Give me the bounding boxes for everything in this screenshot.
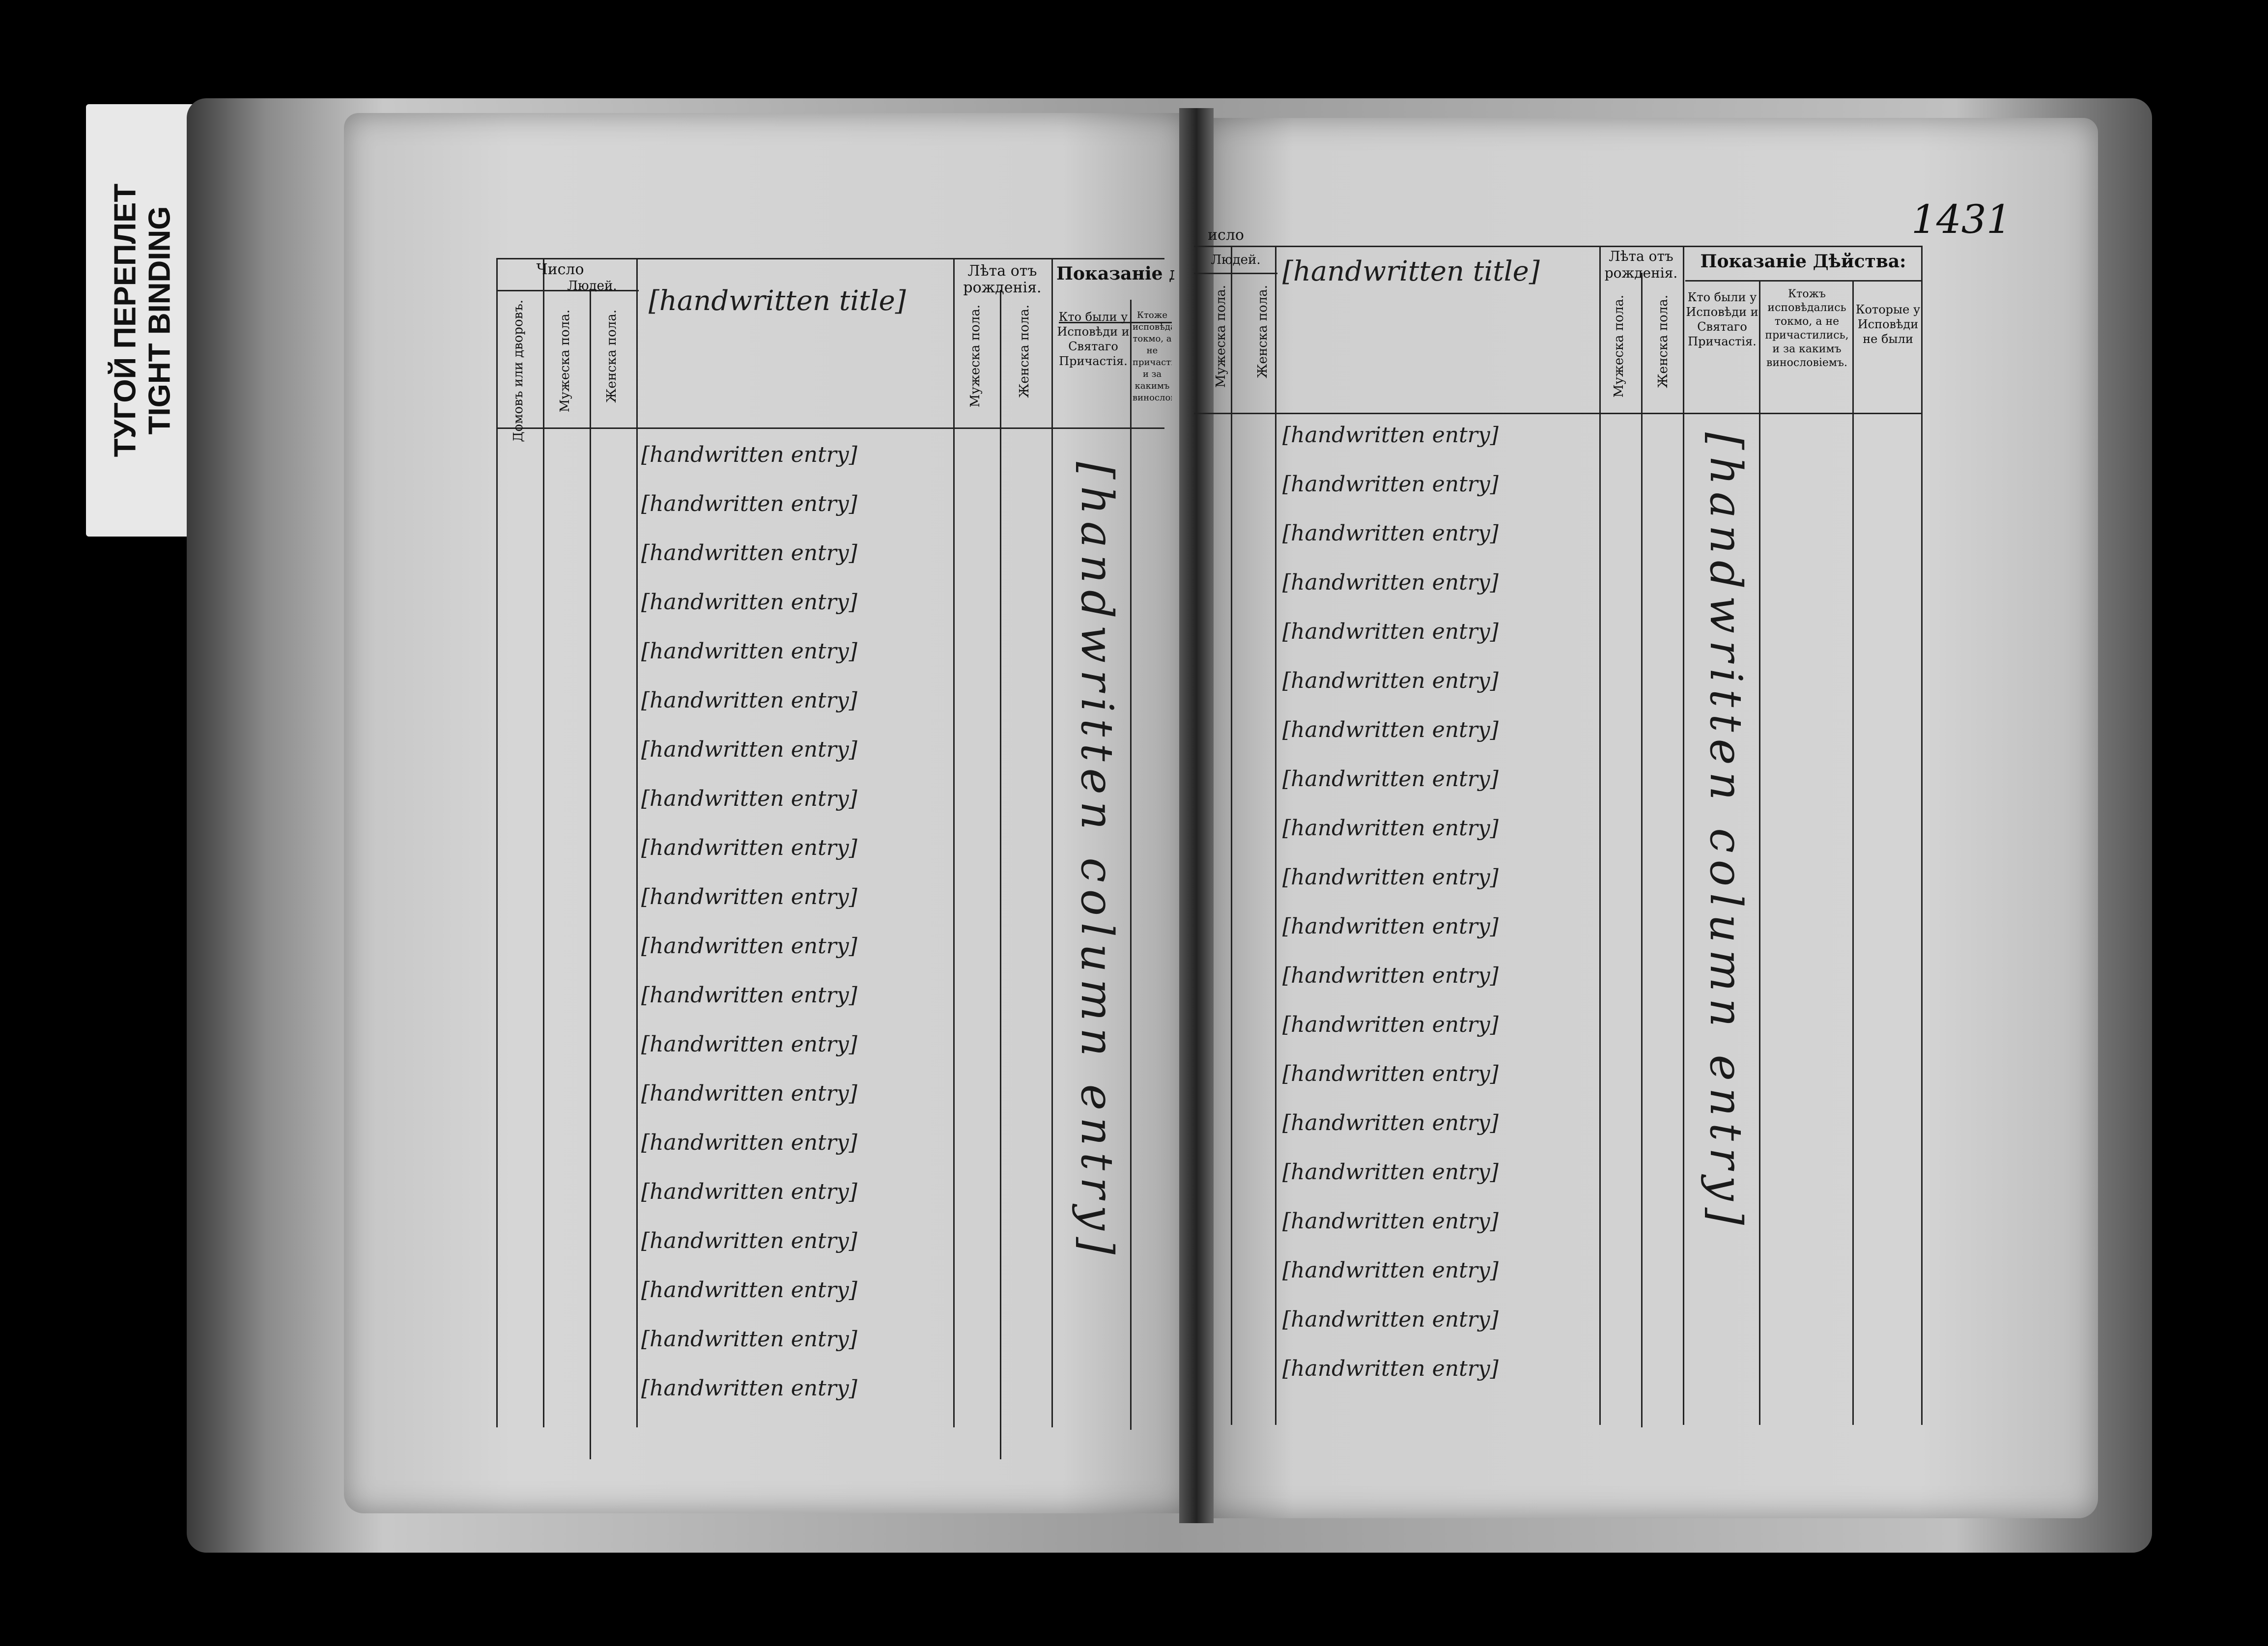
header-chislo-right: исло	[1208, 227, 1244, 244]
register-entry: [handwritten entry]	[641, 786, 857, 811]
register-entry: [handwritten entry]	[641, 1032, 857, 1057]
register-entry: [handwritten entry]	[641, 835, 857, 860]
header-domov: Домовъ или дворовъ.	[511, 300, 526, 442]
register-entry: [handwritten entry]	[641, 491, 857, 516]
header-lyudey-right: Людей.	[1211, 253, 1261, 267]
header-leta-m: Мужеска пола.	[968, 305, 983, 408]
register-entry: [handwritten entry]	[641, 1277, 857, 1303]
register-entry: [handwritten entry]	[1282, 1307, 1499, 1332]
register-entry: [handwritten entry]	[1282, 521, 1499, 546]
right-title: [handwritten title]	[1282, 255, 1540, 287]
register-entry: [handwritten entry]	[641, 983, 857, 1008]
header-pokazanie: Показаніе д	[1056, 265, 1174, 282]
register-entry: [handwritten entry]	[641, 639, 857, 664]
header-leta-right: Лѣта отъ рожденія.	[1604, 248, 1678, 281]
right-page	[1204, 118, 2098, 1518]
register-entry: [handwritten entry]	[1282, 1209, 1499, 1234]
header-kto-byli-right: Кто были у Исповѣди и Святаго Причастія.	[1686, 290, 1758, 348]
right-vertical-entry: [handwritten column entry]	[1700, 432, 1752, 1232]
header-kotorye-right: Которые у Исповѣди не были	[1855, 303, 1921, 346]
register-entry: [handwritten entry]	[1282, 766, 1499, 792]
register-entry: [handwritten entry]	[641, 442, 857, 467]
register-entry: [handwritten entry]	[641, 540, 857, 566]
register-entry: [handwritten entry]	[1282, 668, 1499, 693]
header-leta-zh-right: Женска пола.	[1656, 295, 1671, 388]
header-kto-byli: Кто были у Исповѣди и Святаго Причастія.	[1057, 310, 1130, 368]
page-number: 1431	[1911, 197, 2012, 242]
book-gutter	[1179, 108, 1214, 1523]
register-entry: [handwritten entry]	[1282, 1160, 1499, 1185]
header-muzh: Мужеска пола.	[558, 310, 572, 413]
register-entry: [handwritten entry]	[641, 1376, 857, 1401]
binding-label-ru: ТУГОЙ ПЕРЕПЛЕТ	[108, 183, 142, 457]
register-entry: [handwritten entry]	[1282, 717, 1499, 742]
register-entry: [handwritten entry]	[1282, 816, 1499, 841]
register-entry: [handwritten entry]	[1282, 423, 1499, 448]
register-entry: [handwritten entry]	[641, 688, 857, 713]
register-entry: [handwritten entry]	[1282, 1012, 1499, 1037]
header-leta: Лѣта отъ рожденія.	[963, 262, 1042, 296]
register-entry: [handwritten entry]	[1282, 619, 1499, 644]
header-zhen-right: Женска пола.	[1255, 285, 1270, 378]
binding-label-tab: ТУГОЙ ПЕРЕПЛЕТ TIGHT BINDING	[86, 104, 199, 537]
header-pokazanie-right: Показаніе Дѣйства:	[1700, 251, 1906, 272]
register-entry: [handwritten entry]	[1282, 1061, 1499, 1086]
binding-label-en: TIGHT BINDING	[142, 206, 177, 435]
register-entry: [handwritten entry]	[641, 590, 857, 615]
header-zhen: Женска пола.	[604, 310, 619, 403]
register-entry: [handwritten entry]	[641, 1179, 857, 1204]
register-entry: [handwritten entry]	[641, 884, 857, 909]
header-chislo: Число	[536, 261, 584, 278]
header-lyudey: Людей.	[567, 279, 617, 293]
register-entry: [handwritten entry]	[1282, 914, 1499, 939]
header-muzh-right: Мужеска пола.	[1214, 285, 1228, 388]
register-entry: [handwritten entry]	[1282, 472, 1499, 497]
register-entry: [handwritten entry]	[641, 1130, 857, 1155]
register-entry: [handwritten entry]	[641, 1081, 857, 1106]
left-vertical-entry: [handwritten column entry]	[1071, 462, 1123, 1261]
left-page	[344, 113, 1189, 1513]
register-entry: [handwritten entry]	[1282, 1356, 1499, 1381]
register-entry: [handwritten entry]	[641, 1327, 857, 1352]
register-entry: [handwritten entry]	[1282, 963, 1499, 988]
register-entry: [handwritten entry]	[641, 737, 857, 762]
register-entry: [handwritten entry]	[1282, 865, 1499, 890]
register-entry: [handwritten entry]	[1282, 1258, 1499, 1283]
left-title: [handwritten title]	[649, 285, 906, 317]
register-entry: [handwritten entry]	[641, 934, 857, 959]
register-entry: [handwritten entry]	[1282, 570, 1499, 595]
header-leta-zh: Женска пола.	[1017, 305, 1032, 398]
register-entry: [handwritten entry]	[1282, 1110, 1499, 1135]
register-entry: [handwritten entry]	[641, 1228, 857, 1253]
header-leta-m-right: Мужеска пола.	[1612, 295, 1626, 398]
header-ktozh-right: Ктожъ исповѣдались токмо, а не причастил…	[1765, 288, 1849, 369]
header-ktozh: Ктоже исповѣдалися токмо, а не причастил…	[1133, 310, 1172, 403]
